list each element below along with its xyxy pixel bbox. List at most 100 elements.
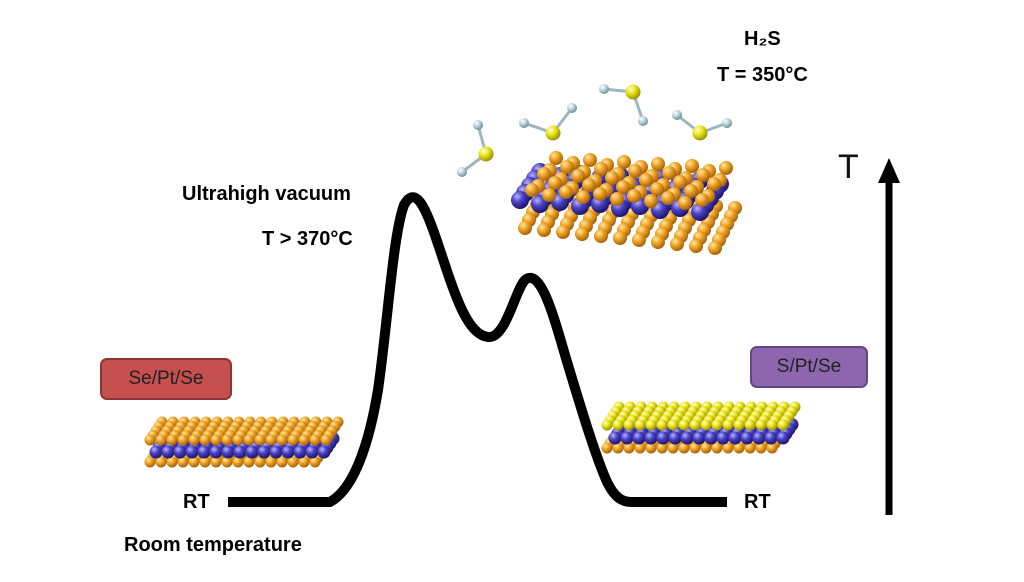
se-atom xyxy=(155,434,167,446)
se-pt-se-layer-model xyxy=(144,416,344,468)
se-atom xyxy=(583,153,597,167)
se-atom xyxy=(309,434,321,446)
se-atom xyxy=(576,190,590,204)
pt-atom xyxy=(257,445,271,459)
s-atom xyxy=(755,419,767,431)
se-atom xyxy=(582,178,596,192)
pt-atom xyxy=(511,191,529,209)
se-atom xyxy=(144,434,156,446)
se-atom xyxy=(650,182,664,196)
se-atom xyxy=(199,456,211,468)
h-atom xyxy=(722,118,732,128)
pt-atom xyxy=(680,431,694,445)
se-atom xyxy=(613,231,627,245)
vacuum-temperature-label: T > 370°C xyxy=(262,228,353,250)
s-atom xyxy=(645,419,657,431)
se-atom xyxy=(594,162,608,176)
se-atom xyxy=(627,189,641,203)
se-atom xyxy=(210,456,222,468)
pt-atom xyxy=(704,431,718,445)
pt-atom xyxy=(305,445,319,459)
s-atom xyxy=(678,419,690,431)
pt-atom xyxy=(293,445,307,459)
s-atom xyxy=(601,419,613,431)
se-atom xyxy=(210,434,222,446)
se-atom xyxy=(155,456,167,468)
pt-atom xyxy=(716,431,730,445)
se-atom xyxy=(719,161,733,175)
se-atom xyxy=(232,434,244,446)
pt-atom xyxy=(269,445,283,459)
s-atom xyxy=(766,419,778,431)
s-pt-se-layer-model xyxy=(601,401,801,454)
pt-atom xyxy=(668,431,682,445)
se-atom xyxy=(559,185,573,199)
se-atom xyxy=(689,239,703,253)
se-atom xyxy=(276,456,288,468)
pt-atom xyxy=(221,445,235,459)
pt-atom xyxy=(245,445,259,459)
s-atom xyxy=(667,419,679,431)
pt-atom xyxy=(656,431,670,445)
se-atom xyxy=(571,169,585,183)
se-atom xyxy=(684,184,698,198)
gas-temperature-label: T = 350°C xyxy=(717,64,808,86)
se-atom xyxy=(549,151,563,165)
s-atom xyxy=(700,419,712,431)
pt-atom xyxy=(632,431,646,445)
h-atom xyxy=(457,167,467,177)
se-atom xyxy=(188,456,200,468)
se-atom xyxy=(685,159,699,173)
se-atom xyxy=(707,177,721,191)
s-atom xyxy=(722,419,734,431)
h-atom xyxy=(672,110,682,120)
se-atom xyxy=(320,434,332,446)
se-atom xyxy=(661,191,675,205)
s-atom xyxy=(623,419,635,431)
pt-atom xyxy=(608,431,622,445)
se-atom xyxy=(601,442,613,454)
se-atom xyxy=(254,456,266,468)
se-atom xyxy=(575,227,589,241)
se-atom xyxy=(542,188,556,202)
se-atom xyxy=(525,183,539,197)
se-atom xyxy=(755,442,767,454)
pt-atom xyxy=(752,431,766,445)
se-atom xyxy=(298,456,310,468)
se-atom xyxy=(560,160,574,174)
s-atom xyxy=(711,419,723,431)
se-atom xyxy=(556,225,570,239)
se-atom xyxy=(662,166,676,180)
se-atom xyxy=(711,442,723,454)
se-atom xyxy=(722,442,734,454)
h2s-molecules xyxy=(457,84,732,177)
rt-left-label: RT xyxy=(183,491,210,513)
pt-atom xyxy=(149,445,163,459)
h-atom xyxy=(567,103,577,113)
se-atom xyxy=(287,434,299,446)
s-atom xyxy=(625,84,641,100)
arrow-head-icon xyxy=(878,158,900,183)
se-atom xyxy=(166,456,178,468)
s-atom xyxy=(545,125,561,141)
se-atom xyxy=(605,171,619,185)
s-atom xyxy=(656,419,668,431)
pt-atom xyxy=(197,445,211,459)
room-temperature-label: Room temperature xyxy=(124,534,302,556)
intermediate-layer-model xyxy=(511,151,742,255)
se-atom xyxy=(695,193,709,207)
se-atom xyxy=(651,235,665,249)
se-atom xyxy=(634,442,646,454)
se-atom xyxy=(612,442,624,454)
se-atom xyxy=(667,442,679,454)
h-atom xyxy=(519,118,529,128)
se-atom xyxy=(645,442,657,454)
se-atom xyxy=(678,196,692,210)
se-atom xyxy=(287,456,299,468)
se-atom xyxy=(744,442,756,454)
se-atom xyxy=(673,175,687,189)
pt-atom xyxy=(173,445,187,459)
se-atom xyxy=(243,434,255,446)
pt-atom xyxy=(591,195,609,213)
